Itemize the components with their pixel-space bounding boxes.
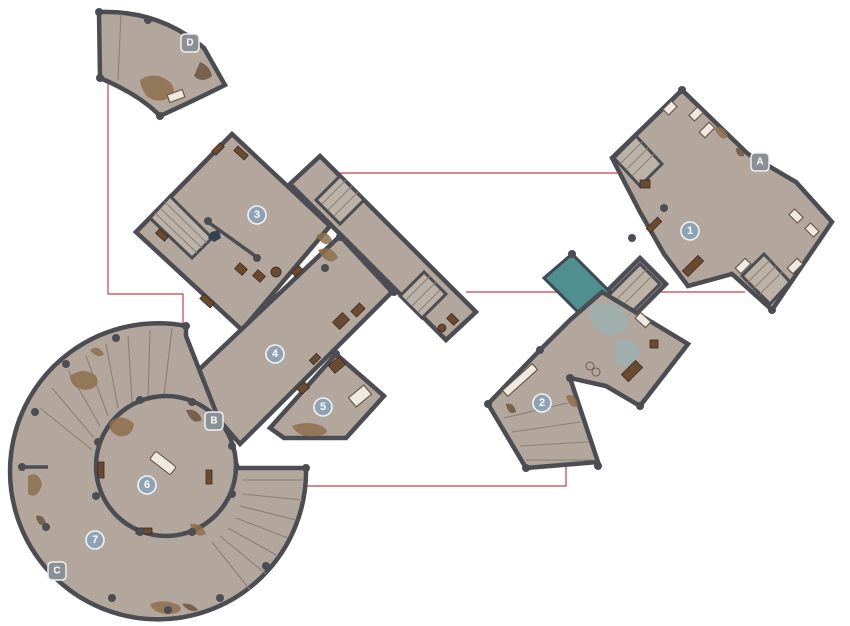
svg-text:5: 5 <box>320 401 326 413</box>
room-marker-2: 2 <box>532 393 552 413</box>
svg-text:C: C <box>53 566 60 577</box>
svg-text:1: 1 <box>687 225 693 237</box>
room-marker-4: 4 <box>265 344 285 364</box>
room-marker-6: 6 <box>137 475 157 495</box>
room-3-area <box>132 130 334 334</box>
room-2-area <box>484 289 692 472</box>
svg-text:3: 3 <box>254 209 260 221</box>
room-d-area <box>95 8 229 120</box>
connection-marker-b: B <box>204 411 224 431</box>
room-marker-7: 7 <box>85 530 105 550</box>
room-5-area <box>266 350 388 441</box>
connection-marker-a: A <box>750 152 770 172</box>
room-6-area <box>92 393 239 539</box>
svg-text:6: 6 <box>144 479 150 491</box>
staircase-corridor <box>286 152 480 344</box>
room-1-area <box>609 86 835 314</box>
svg-text:4: 4 <box>272 348 279 360</box>
connector-d-to-c <box>107 78 184 338</box>
room-marker-1: 1 <box>680 221 700 241</box>
room-marker-3: 3 <box>247 205 267 225</box>
svg-text:A: A <box>756 157 763 168</box>
svg-text:2: 2 <box>539 397 545 409</box>
svg-text:B: B <box>210 416 217 427</box>
connection-marker-c: C <box>47 561 67 581</box>
room-marker-5: 5 <box>313 397 333 417</box>
svg-text:D: D <box>186 38 193 49</box>
svg-text:7: 7 <box>92 534 98 546</box>
connection-marker-d: D <box>180 33 200 53</box>
connector-7-to-2 <box>275 460 567 487</box>
